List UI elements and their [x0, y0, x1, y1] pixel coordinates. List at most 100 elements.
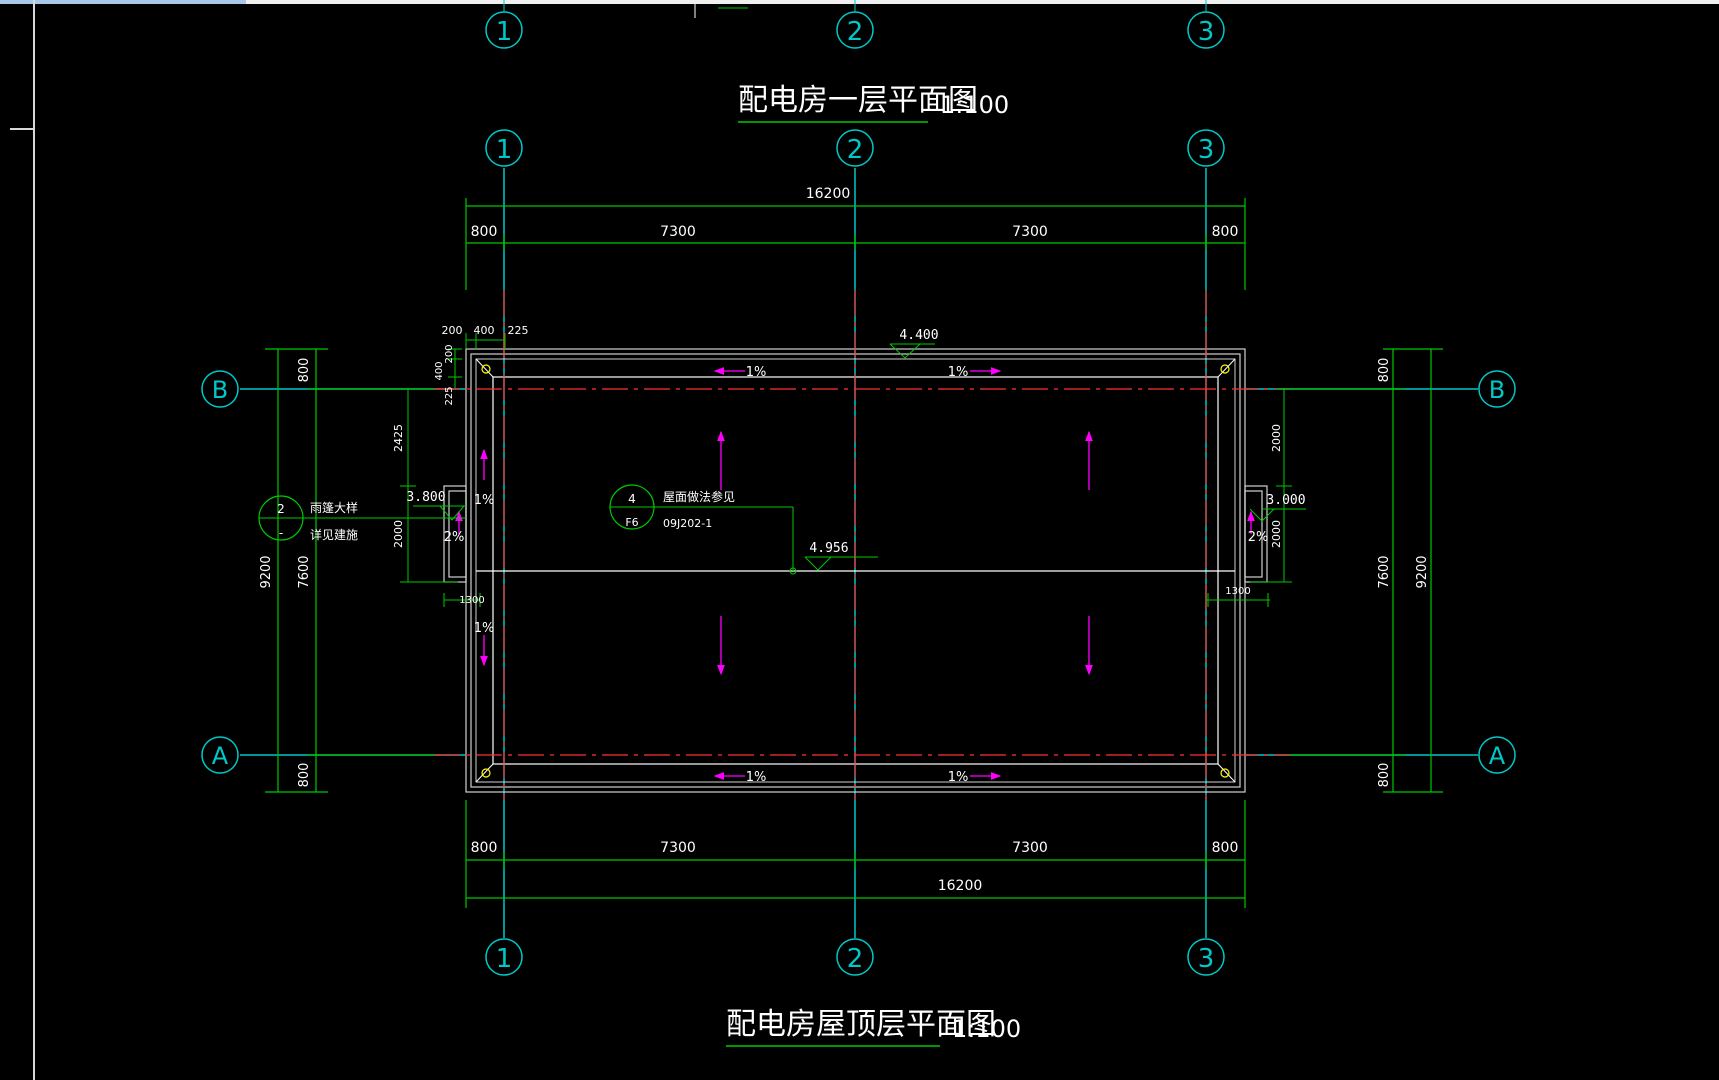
- dim-800-right: 800: [1212, 840, 1239, 856]
- axis-label: 3: [1198, 944, 1215, 974]
- dim-7300-left: 7300: [660, 224, 696, 240]
- viewport-left-tick: [10, 128, 34, 130]
- elevation-eave: 4.400: [889, 328, 939, 359]
- axis-label: B: [212, 376, 228, 404]
- corner-dim-text: 200 400 225 200 400 225 2425 2000 1300 2…: [392, 324, 1283, 606]
- drain-icon: [1220, 364, 1230, 374]
- dim-7300-left: 7300: [660, 840, 696, 856]
- elevation-value: 3.800: [406, 490, 445, 505]
- callout-text: 屋面做法参见: [663, 489, 735, 504]
- dim-2000-left: 2000: [392, 520, 405, 548]
- drain-icon: [481, 768, 491, 778]
- roof-drains: [481, 364, 1230, 778]
- axis-bubble-B-right: B: [1478, 370, 1516, 408]
- slope-label: 1%: [746, 365, 767, 380]
- slope-label: 1%: [474, 621, 495, 636]
- slope-labels: 1% 1% 1% 1% 1% 1% 2% 2%: [444, 365, 1269, 785]
- axis-bubble-2-top: 2: [836, 11, 874, 49]
- axis-label: 3: [1198, 17, 1215, 47]
- window-top-bar: [0, 0, 1719, 4]
- elevation-ridge: 4.956: [804, 541, 878, 571]
- dim-225: 225: [508, 324, 529, 337]
- title-roof-floor: 配电房屋顶层平面图 1:100: [726, 1007, 1021, 1047]
- dim-16200: 16200: [938, 878, 983, 894]
- title-cn: 配电房屋顶层平面图: [726, 1007, 996, 1042]
- axis-bubble-2: 2: [836, 129, 874, 167]
- dim-9200: 9200: [259, 555, 274, 588]
- axis-bubble-1-bottom: 1: [485, 938, 523, 976]
- slope-label: 1%: [474, 493, 495, 508]
- dim-225-v: 225: [444, 386, 455, 405]
- axis-bubble-3-bottom: 3: [1187, 938, 1225, 976]
- axis-label: A: [1489, 742, 1506, 770]
- axis-bubble-2-bottom: 2: [836, 938, 874, 976]
- dim-chain-right: [1280, 348, 1443, 793]
- axis-bubble-3: 3: [1187, 129, 1225, 167]
- callout-roof-detail: 4 F6 屋面做法参见 09J202-1: [609, 484, 797, 575]
- axis-label: 1: [496, 17, 513, 47]
- dim-800-bottom: 800: [1377, 763, 1392, 788]
- active-tab-strip[interactable]: [0, 0, 246, 4]
- slope-label: 2%: [1248, 530, 1269, 545]
- dim-200-v: 200: [444, 344, 455, 363]
- drain-icon: [1220, 768, 1230, 778]
- dim-800-left: 800: [471, 840, 498, 856]
- dim-400: 400: [474, 324, 495, 337]
- slope-arrows: [455, 367, 1255, 780]
- elevation-value: 4.956: [809, 541, 848, 556]
- dim-400-v: 400: [434, 361, 445, 380]
- axis-bubble-1-top: 1: [485, 11, 523, 49]
- dim-1300-right: 1300: [1225, 586, 1250, 597]
- dim-7600: 7600: [297, 555, 312, 588]
- dim-16200: 16200: [806, 186, 851, 202]
- axis-bubble-A-right: A: [1478, 736, 1516, 774]
- axis-bubble-3-top: 3: [1187, 11, 1225, 49]
- title-cn: 配电房一层平面图: [738, 83, 978, 118]
- axis-bubble-1: 1: [485, 129, 523, 167]
- dim-9200: 9200: [1415, 555, 1430, 588]
- axis-label: 3: [1198, 135, 1215, 165]
- dim-chain-top: [465, 198, 1246, 290]
- dim-7600: 7600: [1377, 555, 1392, 588]
- slope-label: 1%: [948, 770, 969, 785]
- corner-dims: [400, 333, 1292, 607]
- dim-text-left: 800 7600 800 9200: [259, 358, 312, 788]
- axis-label: A: [212, 742, 229, 770]
- dim-800-top: 800: [297, 358, 312, 383]
- axis-bubble-B-left: B: [201, 370, 239, 408]
- axis-label: 2: [847, 135, 864, 165]
- grid-lines: [240, 168, 1478, 938]
- elevation-left: 3.800: [406, 490, 466, 521]
- drain-icon: [481, 364, 491, 374]
- callout-text: 雨篷大样: [310, 500, 358, 515]
- callout-text: 09J202-1: [663, 517, 712, 530]
- dim-7300-right: 7300: [1012, 840, 1048, 856]
- callout-sheet: F6: [625, 516, 638, 529]
- elevation-value: 3.000: [1266, 493, 1305, 508]
- dim-text-right: 800 7600 800 9200: [1377, 358, 1430, 788]
- callout-number: 2: [277, 502, 285, 516]
- axis-label: B: [1489, 376, 1505, 404]
- callout-canopy-detail: 2 - 雨篷大样 详见建施: [258, 495, 466, 542]
- title-first-floor: 配电房一层平面图 1:100: [738, 83, 1009, 123]
- title-scale: 1:100: [940, 91, 1009, 119]
- axis-bubble-A-left: A: [201, 736, 239, 774]
- top-axis-row: 1 2 3: [485, 0, 1225, 49]
- axis-label: 2: [847, 944, 864, 974]
- axis-label: 2: [847, 17, 864, 47]
- callout-sheet: -: [279, 526, 283, 540]
- dim-text-top: 16200 800 7300 7300 800: [471, 186, 1239, 240]
- slope-label: 1%: [746, 770, 767, 785]
- dim-2000-right-bottom: 2000: [1270, 520, 1283, 548]
- title-scale: 1:100: [952, 1015, 1021, 1043]
- callout-text: 详见建施: [310, 527, 358, 542]
- red-center-lines: [434, 290, 1290, 800]
- callout-number: 4: [628, 492, 636, 506]
- dim-chain-left: [265, 348, 440, 793]
- dim-1300-left: 1300: [459, 595, 484, 606]
- slope-label: 2%: [444, 530, 465, 545]
- dim-200: 200: [442, 324, 463, 337]
- dim-2425: 2425: [392, 424, 405, 452]
- dim-2000-right-top: 2000: [1270, 424, 1283, 452]
